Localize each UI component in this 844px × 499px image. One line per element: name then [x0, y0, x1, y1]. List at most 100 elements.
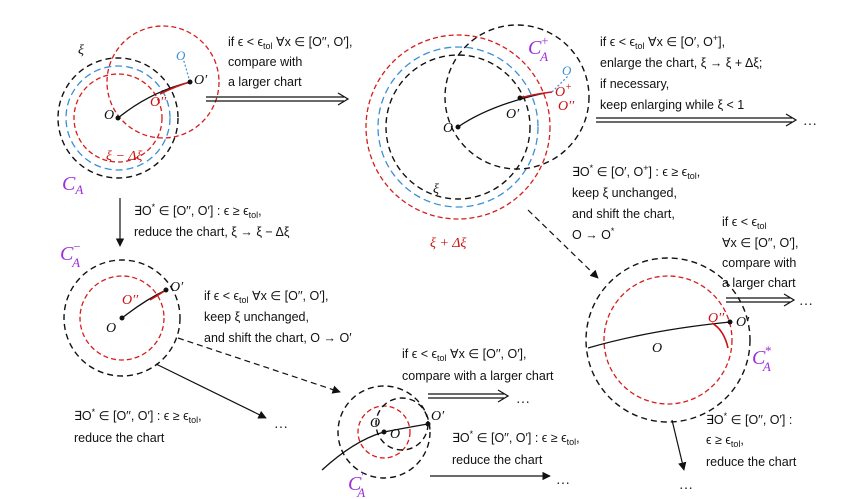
arrow-compare-larger-1 — [206, 92, 350, 106]
trajectory-curve-plus — [457, 92, 546, 128]
svg-text:reduce the chart: reduce the chart — [706, 455, 797, 469]
svg-text:O → O*: O → O* — [572, 226, 615, 242]
label-o-prime: O′ — [194, 73, 208, 88]
label-o-prime-chart: O — [370, 416, 380, 431]
svg-text:reduce the chart, ξ → ξ − Δξ: reduce the chart, ξ → ξ − Δξ — [134, 225, 290, 239]
trajectory-curve-star — [587, 321, 731, 349]
arrow-compare-larger-2 — [726, 293, 796, 307]
o-prime-dot — [187, 79, 193, 85]
svg-text:keep ξ unchanged,: keep ξ unchanged, — [204, 310, 309, 324]
text-shift-minus: if ϵ < ϵtol ∀x ∈ [O′′, O′], keep ξ uncha… — [204, 289, 352, 345]
ellipsis-reduce-4: … — [680, 478, 692, 493]
xi-red-circle-minus — [79, 275, 165, 361]
xi-circle-star — [585, 257, 751, 423]
xi-circle-prime — [337, 385, 431, 479]
label-o-prime-chart-2: O — [390, 427, 400, 442]
label-xi-minus: ξ − Δξ — [106, 149, 142, 164]
label-o-prime-minus: O′ — [170, 280, 184, 295]
svg-text:∃O* ∈ [O′′, O′] :: ∃O* ∈ [O′′, O′] : — [706, 411, 792, 427]
ellipsis-compare-2: … — [800, 294, 812, 309]
label-o-minus: O — [106, 321, 116, 336]
svg-text:∃O* ∈ [O′′, O′] : ϵ ≥ ϵtol,: ∃O* ∈ [O′′, O′] : ϵ ≥ ϵtol, — [74, 407, 202, 425]
svg-text:enlarge the chart, ξ → ξ + Δξ;: enlarge the chart, ξ → ξ + Δξ; — [600, 56, 762, 70]
label-o-dprime: O′′ — [150, 95, 167, 110]
label-xi-plus-chart: ξ — [433, 182, 439, 197]
svg-text:reduce the chart: reduce the chart — [74, 431, 165, 445]
arrow-shift-minus — [177, 337, 341, 394]
chart-c-a-prime: O O O′ C′A — [321, 385, 445, 499]
ellipsis-reduce-2: … — [275, 417, 287, 432]
text-reduce-3: ∃O* ∈ [O′′, O′] : ϵ ≥ ϵtol, reduce the c… — [452, 429, 580, 467]
ellipsis-reduce-3: … — [557, 473, 569, 488]
svg-text:∀x ∈ [O′′, O′],: ∀x ∈ [O′′, O′], — [722, 236, 798, 250]
label-o: O — [104, 108, 114, 123]
label-o-dprime-minus: O′′ — [122, 293, 139, 308]
text-compare-larger-3: if ϵ < ϵtol ∀x ∈ [O′′, O′], compare with… — [402, 347, 554, 383]
label-c-a-prime: C′A — [348, 469, 365, 499]
chart-c-a: O O′ O′′ O ξ ξ − Δξ CA — [57, 25, 220, 197]
label-blue-o-plus: O — [562, 63, 572, 78]
trajectory-segment-minus — [149, 289, 167, 301]
svg-text:keep enlarging while ξ < 1: keep enlarging while ξ < 1 — [600, 98, 744, 112]
origin-dot-prime — [381, 429, 387, 435]
origin-dot — [115, 115, 121, 121]
shifted-black-circle — [444, 24, 590, 170]
label-o-plus: O+ — [555, 82, 572, 100]
text-reduce-4: ∃O* ∈ [O′′, O′] : ϵ ≥ ϵtol, reduce the c… — [706, 411, 797, 469]
shifted-circle-prime — [375, 397, 429, 451]
label-o-dprime-star: O′′ — [708, 311, 725, 326]
o-prime-dot-minus — [163, 287, 169, 293]
chart-c-a-star: O O′ O′′ C*A — [585, 257, 771, 423]
svg-text:if ϵ < ϵtol ∀x ∈ [O′, O+],: if ϵ < ϵtol ∀x ∈ [O′, O+], — [600, 33, 725, 51]
svg-text:if ϵ < ϵtol ∀x ∈ [O′′, O′],: if ϵ < ϵtol ∀x ∈ [O′′, O′], — [402, 347, 527, 363]
label-xi-plus: ξ + Δξ — [430, 236, 466, 251]
arrow-enlarge — [596, 113, 798, 127]
svg-text:a larger chart: a larger chart — [228, 75, 302, 89]
label-o-prime-star: O′ — [736, 315, 750, 330]
label-c-a-plus: C+A — [528, 33, 549, 64]
svg-text:if ϵ < ϵtol ∀x ∈ [O′′, O′],: if ϵ < ϵtol ∀x ∈ [O′′, O′], — [204, 289, 329, 305]
xi-circle-plus — [385, 54, 531, 200]
svg-text:∃O* ∈ [O′′, O′] : ϵ ≥ ϵtol,: ∃O* ∈ [O′′, O′] : ϵ ≥ ϵtol, — [134, 202, 262, 220]
svg-text:if necessary,: if necessary, — [600, 77, 669, 91]
svg-text:a larger chart: a larger chart — [722, 276, 796, 290]
label-o-star: O — [652, 341, 662, 356]
origin-dot-minus — [119, 315, 125, 321]
svg-text:compare with a larger chart: compare with a larger chart — [402, 369, 554, 383]
label-c-a: CA — [62, 173, 83, 197]
svg-text:reduce the chart: reduce the chart — [452, 453, 543, 467]
svg-text:and shift the chart,: and shift the chart, — [572, 207, 675, 221]
xi-plus-blue-circle — [377, 46, 539, 208]
xi-circle-minus — [63, 259, 181, 377]
trajectory-segment-star — [711, 322, 729, 349]
text-reduce-1: ∃O* ∈ [O′′, O′] : ϵ ≥ ϵtol, reduce the c… — [134, 202, 290, 239]
o-prime-dot-prime — [425, 421, 431, 427]
text-shift-plus: ∃O* ∈ [O′, O+] : ϵ ≥ ϵtol, keep ξ unchan… — [572, 163, 700, 242]
svg-text:keep ξ unchanged,: keep ξ unchanged, — [572, 186, 677, 200]
trajectory-segment — [159, 81, 191, 95]
svg-text:compare with: compare with — [722, 256, 796, 270]
xi-red-circle-star — [603, 275, 733, 405]
xi-minus-blue-circle — [65, 65, 171, 171]
svg-text:∃O* ∈ [O′, O+] : ϵ ≥ ϵtol,: ∃O* ∈ [O′, O+] : ϵ ≥ ϵtol, — [572, 163, 700, 181]
arrow-reduce-2 — [155, 363, 267, 419]
o-prime-dot-plus — [517, 95, 523, 101]
svg-text:and shift the chart, O → O′: and shift the chart, O → O′ — [204, 331, 352, 345]
xi-plus-circle — [365, 34, 551, 220]
arrow-shift-plus — [527, 209, 599, 279]
svg-text:compare with: compare with — [228, 55, 302, 69]
chart-c-a-minus: O O′ O′′ C−A — [60, 239, 184, 377]
text-enlarge: if ϵ < ϵtol ∀x ∈ [O′, O+], enlarge the c… — [600, 33, 762, 112]
text-compare-larger-1: if ϵ < ϵtol ∀x ∈ [O′′, O′], compare with… — [228, 35, 353, 89]
text-compare-larger-2: if ϵ < ϵtol ∀x ∈ [O′′, O′], compare with… — [722, 215, 798, 290]
label-blue-o: O — [176, 48, 186, 63]
origin-dot-plus — [455, 124, 461, 130]
xi-minus-delta-circle — [73, 73, 163, 163]
ellipsis-enlarge: … — [804, 114, 816, 129]
svg-text:if ϵ < ϵtol: if ϵ < ϵtol — [722, 215, 767, 231]
label-c-a-star: C*A — [752, 343, 771, 374]
text-reduce-2: ∃O* ∈ [O′′, O′] : ϵ ≥ ϵtol, reduce the c… — [74, 407, 202, 445]
label-o-plus-chart: O — [443, 121, 453, 136]
label-o-dprime-plus: O′′ — [558, 99, 575, 114]
